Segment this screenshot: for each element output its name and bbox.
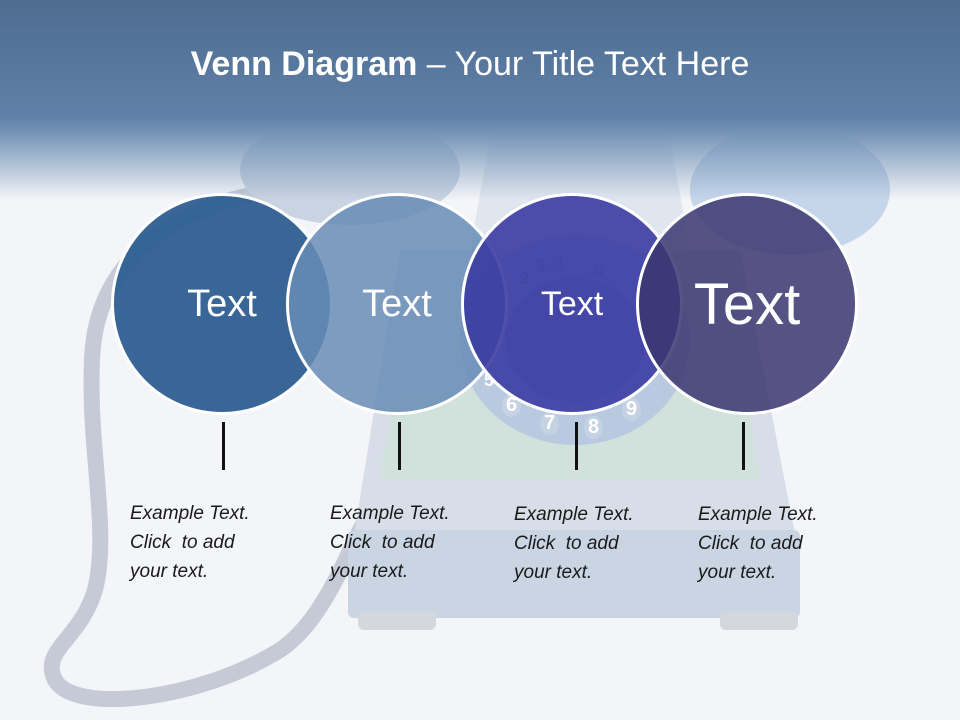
description-line: Click to add <box>514 533 619 554</box>
description-2[interactable]: Example Text. Click to add your text. <box>330 499 500 586</box>
description-line: Example Text. <box>130 503 250 524</box>
connector-line-2 <box>398 422 401 470</box>
title-bold: Venn Diagram <box>190 45 418 83</box>
telephone-base <box>348 530 800 618</box>
connector-line-3 <box>575 422 578 470</box>
description-line: Click to add <box>330 532 435 553</box>
venn-circle-1-label: Text <box>187 282 257 325</box>
title-rest: – Your Title Text Here <box>417 45 750 83</box>
header-band <box>0 0 960 200</box>
venn-circle-3-label: Text <box>540 284 604 323</box>
description-line: Example Text. <box>514 504 634 525</box>
description-line: your text. <box>130 561 209 582</box>
description-line: your text. <box>698 562 777 583</box>
description-line: your text. <box>330 561 409 582</box>
venn-circle-4[interactable]: Text <box>636 193 858 415</box>
description-line: Click to add <box>130 532 235 553</box>
dial-digit: 8 <box>584 416 604 439</box>
description-line: Click to add <box>698 533 803 554</box>
connector-line-4 <box>742 422 745 470</box>
connector-line-1 <box>222 422 225 470</box>
description-line: Example Text. <box>330 503 450 524</box>
telephone-cord <box>43 187 408 708</box>
dial-digit: 7 <box>540 412 560 435</box>
dial-digit: 9 <box>622 398 642 421</box>
description-3[interactable]: Example Text. Click to add your text. <box>514 500 684 587</box>
dial-digit: 5 <box>484 370 495 390</box>
description-line: your text. <box>514 562 593 583</box>
description-4[interactable]: Example Text. Click to add your text. <box>698 500 868 587</box>
description-1[interactable]: Example Text. Click to add your text. <box>130 499 300 586</box>
description-line: Example Text. <box>698 504 818 525</box>
slide-title[interactable]: Venn Diagram – Your Title Text Here <box>0 42 940 86</box>
venn-circle-2-label: Text <box>362 282 432 325</box>
venn-circle-4-label: Text <box>693 271 801 337</box>
